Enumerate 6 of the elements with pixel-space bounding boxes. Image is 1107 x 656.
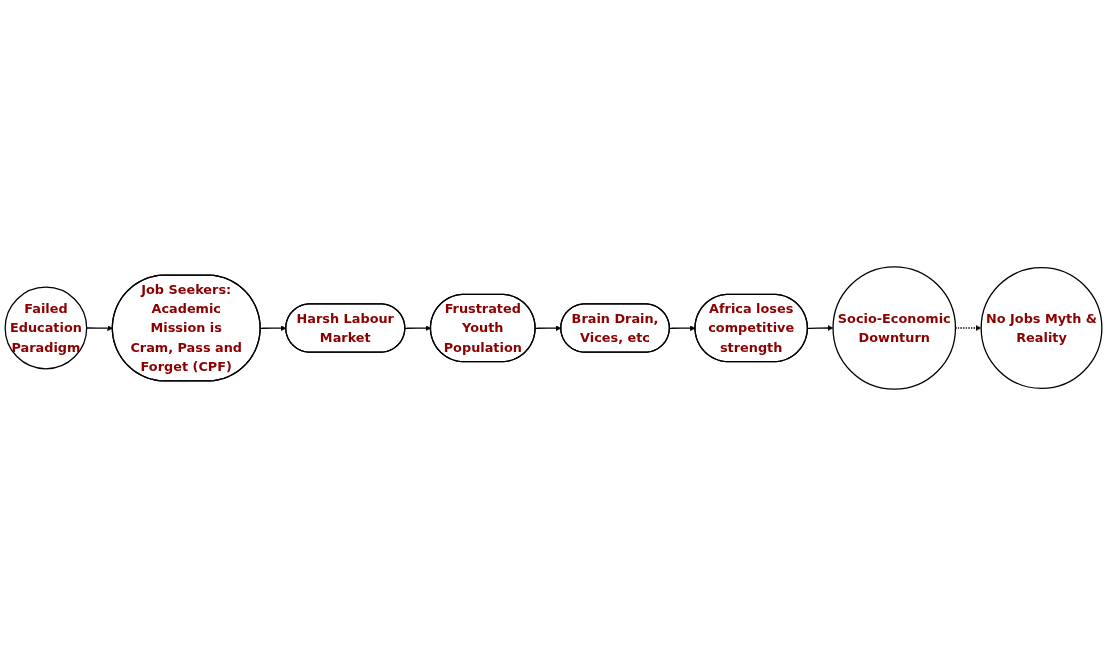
arrow <box>669 325 696 331</box>
node-circle: Socio-Economic Downturn <box>832 266 957 390</box>
arrow <box>86 325 113 331</box>
node-circle: No Jobs Myth & Reality <box>980 267 1103 389</box>
node-circle: Failed Education Paradigm <box>4 286 88 370</box>
arrow <box>807 325 834 331</box>
